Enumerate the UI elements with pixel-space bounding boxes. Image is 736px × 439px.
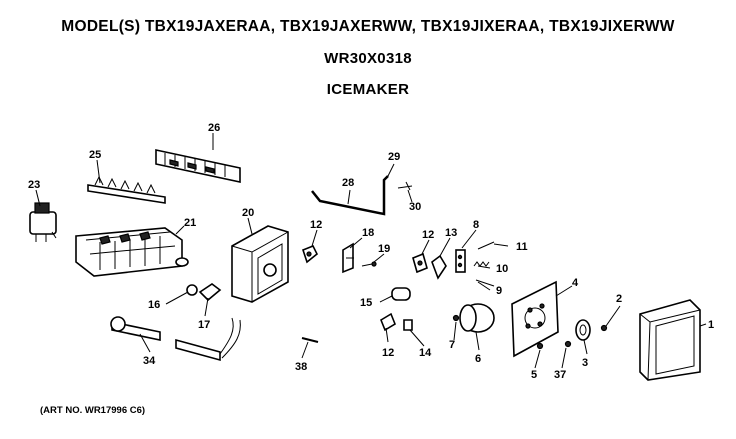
part-12-c[interactable] [380, 312, 396, 332]
label-12-bottom: 12 [382, 347, 394, 359]
part-6-motor[interactable] [459, 303, 495, 333]
part-11-screw[interactable] [477, 241, 495, 250]
label-12-mid: 12 [422, 229, 434, 241]
part-4-plate[interactable] [511, 280, 559, 358]
part-12-b[interactable] [412, 252, 428, 274]
label-6: 6 [475, 353, 481, 365]
harness[interactable] [175, 317, 241, 362]
label-9: 9 [496, 285, 502, 297]
label-10: 10 [496, 263, 508, 275]
label-14: 14 [419, 347, 432, 359]
label-20: 20 [242, 207, 254, 219]
label-13: 13 [445, 227, 457, 239]
label-15: 15 [360, 297, 372, 309]
label-19: 19 [378, 243, 390, 255]
part-10-spring[interactable] [473, 261, 490, 267]
part-28-arm[interactable] [311, 175, 389, 216]
label-18: 18 [362, 227, 374, 239]
label-16: 16 [148, 299, 160, 311]
part-34-fill-cup[interactable] [110, 316, 161, 341]
part-17-clip[interactable] [198, 283, 222, 302]
part-30-screw[interactable] [397, 181, 413, 191]
part-26-ejector[interactable] [155, 149, 241, 183]
part-19-screw[interactable] [361, 261, 377, 267]
label-1: 1 [708, 319, 714, 331]
art-number: (ART NO. WR17996 C6) [40, 405, 146, 416]
label-23: 23 [28, 179, 40, 191]
label-12-top: 12 [310, 219, 322, 231]
label-4: 4 [572, 277, 579, 289]
label-8: 8 [473, 219, 479, 231]
label-29: 29 [388, 151, 400, 163]
label-17: 17 [198, 319, 210, 331]
label-2: 2 [616, 293, 622, 305]
part-14-clip[interactable] [403, 319, 413, 331]
label-37: 37 [554, 369, 566, 381]
label-21: 21 [184, 217, 196, 229]
label-30: 30 [409, 201, 421, 213]
label-5: 5 [531, 369, 537, 381]
part-21-mold[interactable] [75, 227, 189, 277]
part-38-screw[interactable] [301, 337, 319, 343]
label-3: 3 [582, 357, 588, 369]
label-38: 38 [295, 361, 307, 373]
label-7: 7 [449, 339, 455, 351]
label-28: 28 [342, 177, 354, 189]
part-9-screw[interactable] [475, 279, 495, 287]
label-34: 34 [143, 355, 156, 367]
part-5-screw[interactable] [536, 342, 544, 350]
part-3-gear[interactable] [575, 319, 591, 341]
model-list-title: MODEL(S) TBX19JAXERAA, TBX19JAXERWW, TBX… [61, 18, 675, 35]
callout-labels: 26 25 23 21 20 12 28 29 30 18 19 12 13 8… [28, 122, 714, 381]
part-7-screw[interactable] [452, 314, 460, 322]
part-16-bearing[interactable] [186, 284, 198, 296]
part-37-screw[interactable] [564, 340, 572, 348]
label-26: 26 [208, 122, 220, 134]
part-8-switch[interactable] [455, 249, 466, 273]
assembly-name: ICEMAKER [326, 81, 410, 98]
part-15-thermostat[interactable] [391, 287, 411, 301]
part-25-stripper[interactable] [87, 175, 166, 204]
part-20-housing[interactable] [231, 225, 289, 303]
part-13-switch[interactable] [431, 254, 447, 280]
part-number: WR30X0318 [324, 50, 412, 67]
label-25: 25 [89, 149, 101, 161]
leader-lines [35, 133, 707, 369]
part-23-valve[interactable] [29, 202, 57, 242]
part-1-cover[interactable] [639, 299, 701, 381]
part-18-bracket[interactable] [342, 242, 354, 274]
part-12-a[interactable] [302, 244, 319, 264]
label-11: 11 [516, 241, 528, 253]
part-2-screw[interactable] [600, 324, 608, 332]
